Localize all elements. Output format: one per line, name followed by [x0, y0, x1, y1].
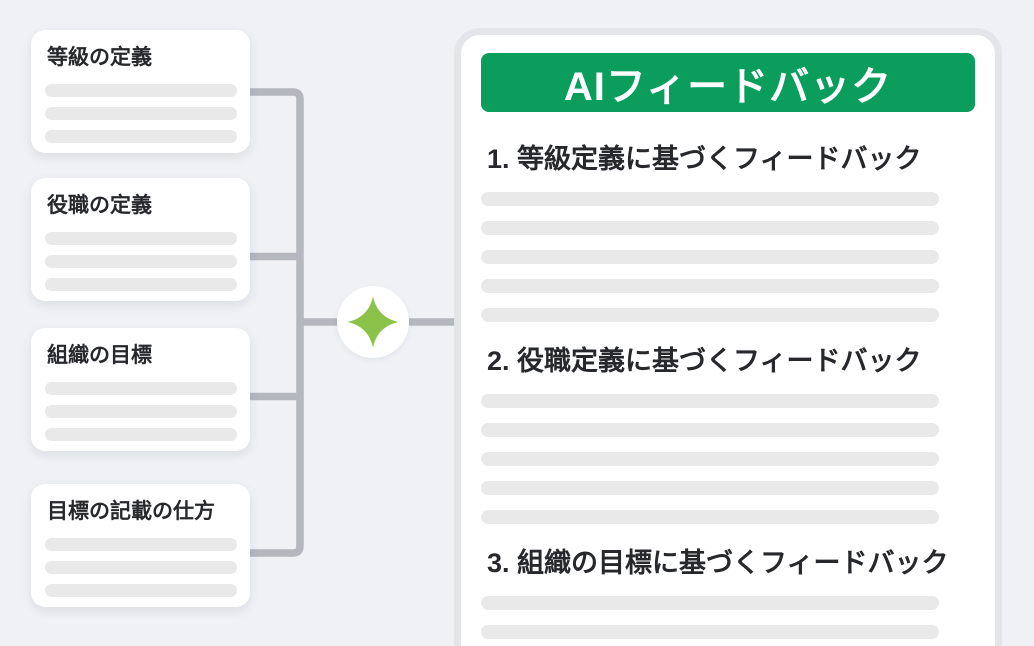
- placeholder-line: [45, 561, 237, 574]
- placeholder-line: [481, 596, 939, 610]
- sparkle-icon: [347, 296, 399, 348]
- placeholder-line: [481, 625, 939, 639]
- placeholder-line: [45, 255, 237, 268]
- feedback-section-org-goals: 3. 組織の目標に基づくフィードバック: [481, 548, 975, 639]
- source-card-title: 役職の定義: [47, 194, 152, 217]
- feedback-section-title: 1. 等級定義に基づくフィードバック: [487, 144, 922, 174]
- ai-feedback-card: AIフィードバック 1. 等級定義に基づくフィードバック 2. 役職定義に基づく…: [454, 28, 1002, 646]
- source-card-grade-definition: 等級の定義: [31, 30, 250, 153]
- placeholder-line: [45, 538, 237, 551]
- placeholder-line: [481, 394, 939, 408]
- ai-hub-node: [337, 286, 409, 358]
- placeholder-line: [481, 510, 939, 524]
- placeholder-line: [481, 452, 939, 466]
- placeholder-line: [45, 428, 237, 441]
- placeholder-line: [481, 192, 939, 206]
- placeholder-line: [481, 221, 939, 235]
- placeholder-line: [45, 107, 237, 120]
- ai-feedback-header: AIフィードバック: [481, 53, 975, 112]
- placeholder-line: [481, 250, 939, 264]
- feedback-section-role: 2. 役職定義に基づくフィードバック: [481, 346, 975, 524]
- placeholder-line: [481, 481, 939, 495]
- source-card-title: 組織の目標: [47, 344, 152, 367]
- placeholder-line: [45, 84, 237, 97]
- connector-bracket-line: [246, 88, 304, 557]
- source-card-title: 目標の記載の仕方: [47, 500, 215, 523]
- placeholder-line: [481, 279, 939, 293]
- feedback-section-title: 3. 組織の目標に基づくフィードバック: [487, 548, 949, 578]
- source-card-org-goals: 組織の目標: [31, 328, 250, 451]
- feedback-section-grade: 1. 等級定義に基づくフィードバック: [481, 144, 975, 322]
- placeholder-line: [45, 584, 237, 597]
- placeholder-line: [45, 232, 237, 245]
- placeholder-line: [45, 278, 237, 291]
- source-card-title: 等級の定義: [47, 46, 152, 69]
- placeholder-line: [45, 130, 237, 143]
- feedback-section-title: 2. 役職定義に基づくフィードバック: [487, 346, 922, 376]
- placeholder-line: [45, 405, 237, 418]
- source-card-role-definition: 役職の定義: [31, 178, 250, 301]
- placeholder-line: [481, 423, 939, 437]
- placeholder-line: [45, 382, 237, 395]
- placeholder-line: [481, 308, 939, 322]
- source-card-goal-writing: 目標の記載の仕方: [31, 484, 250, 607]
